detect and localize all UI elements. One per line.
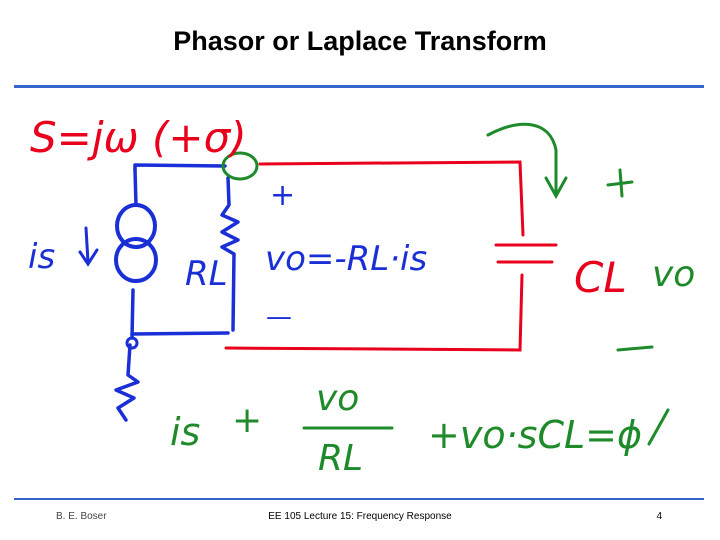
footer-page-number: 4: [656, 511, 662, 522]
red-wiring: [224, 160, 558, 352]
bottom-wire: [130, 331, 230, 336]
footer-course: EE 105 Lecture 15: Frequency Response: [268, 511, 452, 522]
source-bottom-lead: [130, 288, 135, 340]
source-current-label: is: [28, 237, 55, 277]
footer-divider: [14, 498, 704, 500]
ground-resistor: [114, 343, 140, 422]
kcl-tail: +vo·sCL=ϕ: [428, 413, 642, 457]
circuit-wiring: [114, 163, 240, 422]
kcl-is: is: [170, 410, 200, 454]
output-label: vo: [652, 254, 695, 295]
node-dot-icon: [125, 336, 139, 350]
arrow-head-icon: [544, 176, 568, 200]
curved-arrow-icon: [486, 122, 558, 194]
resistor-label: RL: [185, 254, 228, 294]
slide-title: Phasor or Laplace Transform: [173, 26, 547, 56]
vo-equation-text: vo=-RL·is: [265, 239, 427, 279]
top-wire: [133, 163, 227, 172]
node-circle-icon: [221, 151, 259, 181]
vo-minus-sign: —: [266, 302, 292, 332]
capacitor-label: CL: [574, 253, 627, 302]
kcl-numerator: vo: [316, 378, 359, 419]
title-divider: [14, 85, 704, 88]
kcl-plus: +: [232, 400, 262, 441]
bottom-red-wire: [224, 273, 524, 352]
current-arrow-icon: [78, 226, 99, 267]
footer-author: B. E. Boser: [56, 511, 107, 522]
kcl-denominator: RL: [318, 438, 363, 479]
resistor-rl: [220, 176, 240, 332]
source-top-lead: [133, 168, 138, 207]
vo-minus-icon: [616, 345, 654, 352]
vo-plus-sign: +: [270, 178, 295, 213]
s-definition-text: S=jω (+σ): [30, 113, 247, 162]
top-red-wire: [258, 160, 525, 237]
vo-plus-icon: [606, 168, 634, 198]
phi-slash-icon: [647, 408, 670, 446]
current-source-icon: [114, 203, 158, 283]
green-marks: [221, 122, 670, 446]
